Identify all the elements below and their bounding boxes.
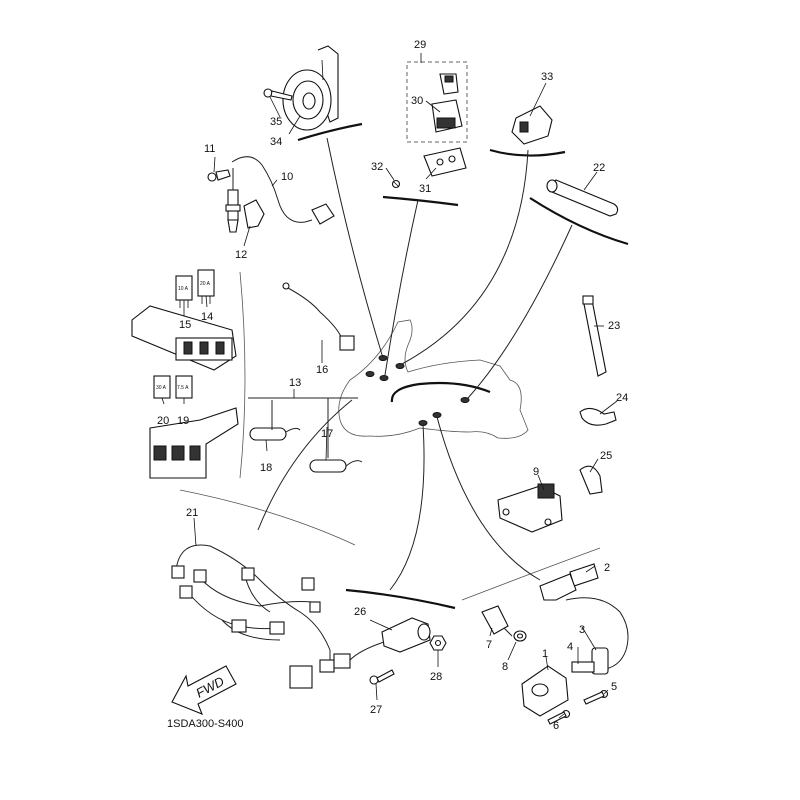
guide-wire-31 (384, 199, 419, 376)
fuse-box-lower (149, 407, 239, 479)
sensor-7 (481, 605, 513, 637)
group-bracket-26 (345, 588, 456, 610)
label-part-30: 30 (411, 95, 423, 107)
label-part-8: 8 (502, 661, 508, 673)
label-part-26: 26 (354, 606, 366, 618)
diagram-code: 1SDA300-S400 (167, 718, 243, 730)
fuse-20a: 20 A (197, 269, 215, 304)
label-part-22: 22 (593, 162, 605, 174)
relay-bracket (423, 147, 467, 177)
fuse-30a-rating: 30 A (156, 385, 167, 391)
label-part-4: 4 (567, 641, 573, 653)
group-bracket-22 (529, 197, 629, 246)
fuse-7.5a: 7.5 A (175, 375, 193, 399)
label-part-5: 5 (611, 681, 617, 693)
label-part-28: 28 (430, 671, 442, 683)
fuse-box-upper (131, 305, 237, 371)
switch-26 (333, 617, 431, 669)
fwd-arrow: FWD (171, 665, 237, 715)
bolt-6 (547, 709, 571, 725)
protector-tube (546, 179, 619, 217)
sensor-assembly (225, 156, 335, 233)
label-part-34: 34 (270, 136, 282, 148)
guide-wire-33 (401, 149, 529, 365)
sensor-clip-11 (207, 169, 231, 182)
nut-28 (429, 635, 447, 651)
label-part-1: 1 (542, 648, 548, 660)
label-part-3: 3 (579, 624, 585, 636)
label-part-27: 27 (370, 704, 382, 716)
label-part-6: 6 (553, 720, 559, 732)
label-part-11: 11 (204, 143, 215, 155)
label-part-2: 2 (604, 562, 610, 574)
label-part-29: 29 (414, 39, 426, 51)
label-part-35: 35 (270, 116, 282, 128)
relay-screw (391, 179, 401, 189)
label-part-33: 33 (541, 71, 553, 83)
frame-outline (338, 319, 529, 439)
group-bracket-harness (179, 489, 356, 546)
group-bracket-left (239, 271, 246, 479)
clamp-24 (579, 407, 617, 426)
fuse-10a: 10 A (175, 275, 193, 308)
sensor-3-4 (571, 647, 609, 675)
part-9-sensor (497, 483, 563, 533)
relay-dashed-box (406, 61, 468, 143)
fuse-30a: 30 A (153, 375, 171, 399)
label-part-15: 15 (179, 319, 191, 331)
label-part-14: 14 (201, 311, 213, 323)
guide-wire-21 (257, 399, 353, 531)
group-bracket-horn (297, 122, 363, 142)
label-part-23: 23 (608, 320, 620, 332)
label-part-7: 7 (486, 639, 492, 651)
fuse-holder-18 (249, 427, 301, 441)
clamp-25 (579, 465, 603, 495)
sensor-clip-12 (243, 199, 265, 229)
label-part-10: 10 (281, 171, 293, 183)
label-part-21: 21 (186, 507, 198, 519)
guide-wire-34 (326, 137, 384, 359)
part-33-connector (511, 105, 553, 145)
washer-8 (513, 630, 527, 642)
label-part-9: 9 (533, 466, 539, 478)
fuse-holder-17 (309, 459, 363, 473)
label-part-20: 20 (157, 415, 169, 427)
guide-wire-22 (467, 224, 573, 399)
group-bracket-right (461, 547, 601, 601)
label-part-25: 25 (600, 450, 612, 462)
label-part-16: 16 (316, 364, 328, 376)
group-bracket-relay-mount (382, 195, 459, 207)
horn-bolt (263, 88, 293, 101)
label-part-12: 12 (235, 249, 247, 261)
label-part-31: 31 (419, 183, 431, 195)
fuse-10a-rating: 10 A (178, 286, 189, 292)
guide-wire-26 (389, 424, 425, 591)
label-part-19: 19 (177, 415, 189, 427)
bolt-5 (583, 689, 609, 705)
label-part-18: 18 (260, 462, 272, 474)
guide-wire-2 (436, 416, 541, 581)
fuse-7.5a-rating: 7.5 A (177, 385, 189, 391)
cable-tie (582, 295, 607, 377)
label-part-13: 13 (289, 377, 301, 389)
sensor-2 (539, 563, 629, 673)
label-part-17: 17 (321, 428, 333, 440)
fuse-20a-rating: 20 A (200, 281, 211, 287)
label-part-24: 24 (616, 392, 628, 404)
wire-harness (171, 544, 335, 689)
group-bracket-33 (489, 148, 566, 157)
horn (282, 45, 339, 131)
coil-1 (521, 665, 569, 717)
bolt-27 (369, 669, 395, 685)
relay-body (431, 99, 463, 133)
label-part-32: 32 (371, 161, 383, 173)
relay-top (439, 73, 459, 95)
sub-lead-16 (282, 282, 355, 351)
